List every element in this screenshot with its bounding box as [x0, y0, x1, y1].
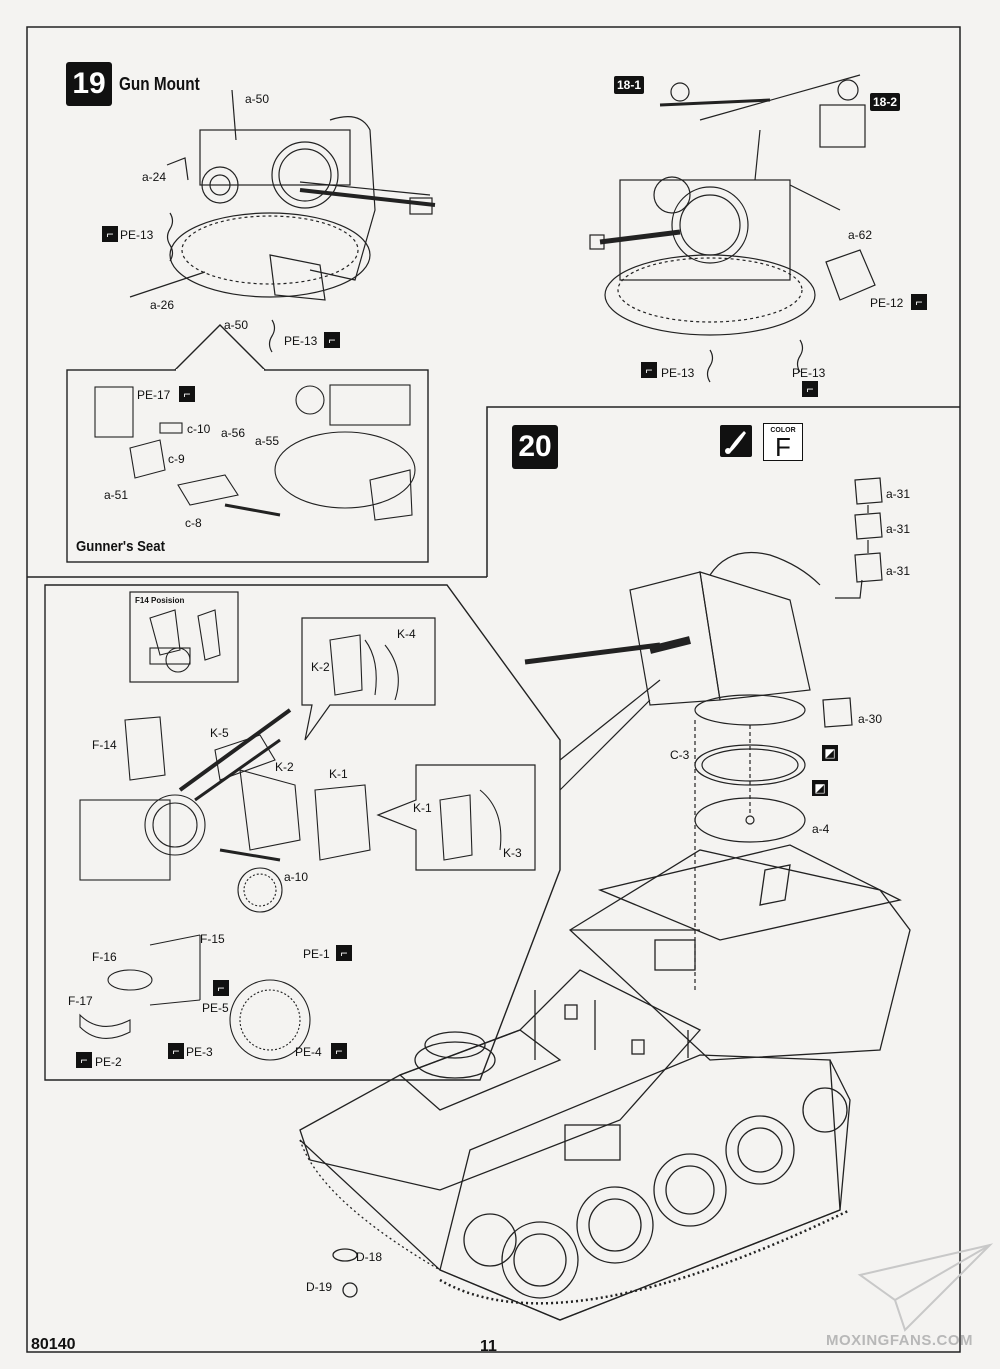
part-label-c3: C-3: [670, 748, 690, 762]
f14-position-title: F14 Posision: [135, 596, 185, 605]
part-label-f17: F-17: [68, 994, 93, 1008]
photo-etch-icon: ⌐: [102, 226, 118, 242]
part-label-d19: D-19: [306, 1280, 333, 1294]
detail-art: [79, 609, 502, 1061]
outer-border: [26, 26, 961, 1353]
tank-hull-art: [299, 844, 911, 1321]
photo-etch-icon: ⌐: [331, 1043, 347, 1059]
part-label-pe13: PE-13: [661, 366, 695, 380]
part-label-k5: K-5: [210, 726, 229, 740]
part-label-k4: K-4: [397, 627, 416, 641]
part-label-k3: K-3: [503, 846, 522, 860]
part-label-pe13: PE-13: [120, 228, 154, 242]
paint-brush-icon: [720, 425, 752, 457]
part-label-d18: D-18: [356, 1250, 383, 1264]
photo-etch-icon: ⌐: [179, 386, 195, 402]
photo-etch-icon: ⌐: [324, 332, 340, 348]
glue-icon: ◩: [812, 780, 828, 796]
part-label-k2: K-2: [275, 760, 294, 774]
watermark-logo: [857, 1243, 994, 1332]
part-label-pe12: PE-12: [870, 296, 904, 310]
product-code: 80140: [31, 1336, 76, 1353]
gunners-seat-box: [66, 369, 429, 563]
part-label-pe3: PE-3: [186, 1045, 213, 1059]
part-label-f15: F-15: [200, 932, 225, 946]
part-label-k1: K-1: [413, 801, 432, 815]
part-label-a50: a-50: [224, 318, 249, 332]
part-label-c8: c-8: [185, 516, 202, 530]
gunners-seat-art: [94, 384, 416, 521]
part-label-a24: a-24: [142, 170, 167, 184]
part-label-pe17: PE-17: [137, 388, 171, 402]
photo-etch-icon: ⌐: [76, 1052, 92, 1068]
part-label-a26: a-26: [150, 298, 175, 312]
turret-art: [524, 477, 883, 990]
part-label-a55: a-55: [255, 434, 280, 448]
part-label-pe5: PE-5: [202, 1001, 229, 1015]
step20-border: [486, 406, 960, 577]
glue-icon: ◩: [822, 745, 838, 761]
color-label: COLOR: [770, 427, 796, 434]
color-code-box: COLOR F: [763, 423, 803, 461]
photo-etch-icon: ⌐: [213, 980, 229, 996]
step-19-title: Gun Mount: [119, 74, 200, 94]
part-label-c10: c-10: [187, 422, 211, 436]
part-label-a62: a-62: [848, 228, 873, 242]
step-19-number: 19: [66, 62, 112, 106]
part-label-pe4: PE-4: [295, 1045, 322, 1059]
part-label-f16: F-16: [92, 950, 117, 964]
detail-callout-box: [44, 584, 561, 1081]
gun-mount-left-art: [129, 89, 436, 353]
part-label-a50: a-50: [245, 92, 270, 106]
photo-etch-icon: ⌐: [911, 294, 927, 310]
photo-etch-icon: ⌐: [802, 381, 818, 397]
reference-step-18-2: 18-2: [870, 93, 901, 111]
part-label-pe13: PE-13: [792, 366, 826, 380]
part-label-a31: a-31: [886, 522, 911, 536]
part-label-a56: a-56: [221, 426, 246, 440]
part-label-k2: K-2: [311, 660, 330, 674]
part-label-a10: a-10: [284, 870, 309, 884]
part-label-a31: a-31: [886, 487, 911, 501]
photo-etch-icon: ⌐: [168, 1043, 184, 1059]
part-label-a51: a-51: [104, 488, 129, 502]
part-label-k1: K-1: [329, 767, 348, 781]
step-20-number: 20: [512, 425, 558, 469]
part-label-a4: a-4: [812, 822, 830, 836]
part-label-a30: a-30: [858, 712, 883, 726]
photo-etch-icon: ⌐: [641, 362, 657, 378]
reference-step-18-1: 18-1: [614, 76, 645, 94]
part-label-f14: F-14: [92, 738, 117, 752]
part-label-c9: c-9: [168, 452, 185, 466]
gun-mount-right-art: [589, 74, 876, 383]
gunners-seat-title: Gunner's Seat: [76, 538, 165, 555]
part-label-a31: a-31: [886, 564, 911, 578]
watermark-text: MOXINGFANS.COM: [826, 1332, 974, 1349]
part-label-pe1: PE-1: [303, 947, 330, 961]
color-code: F: [775, 432, 791, 462]
part-label-pe13: PE-13: [284, 334, 318, 348]
photo-etch-icon: ⌐: [336, 945, 352, 961]
part-label-pe2: PE-2: [95, 1055, 122, 1069]
page-number: 11: [480, 1338, 497, 1355]
